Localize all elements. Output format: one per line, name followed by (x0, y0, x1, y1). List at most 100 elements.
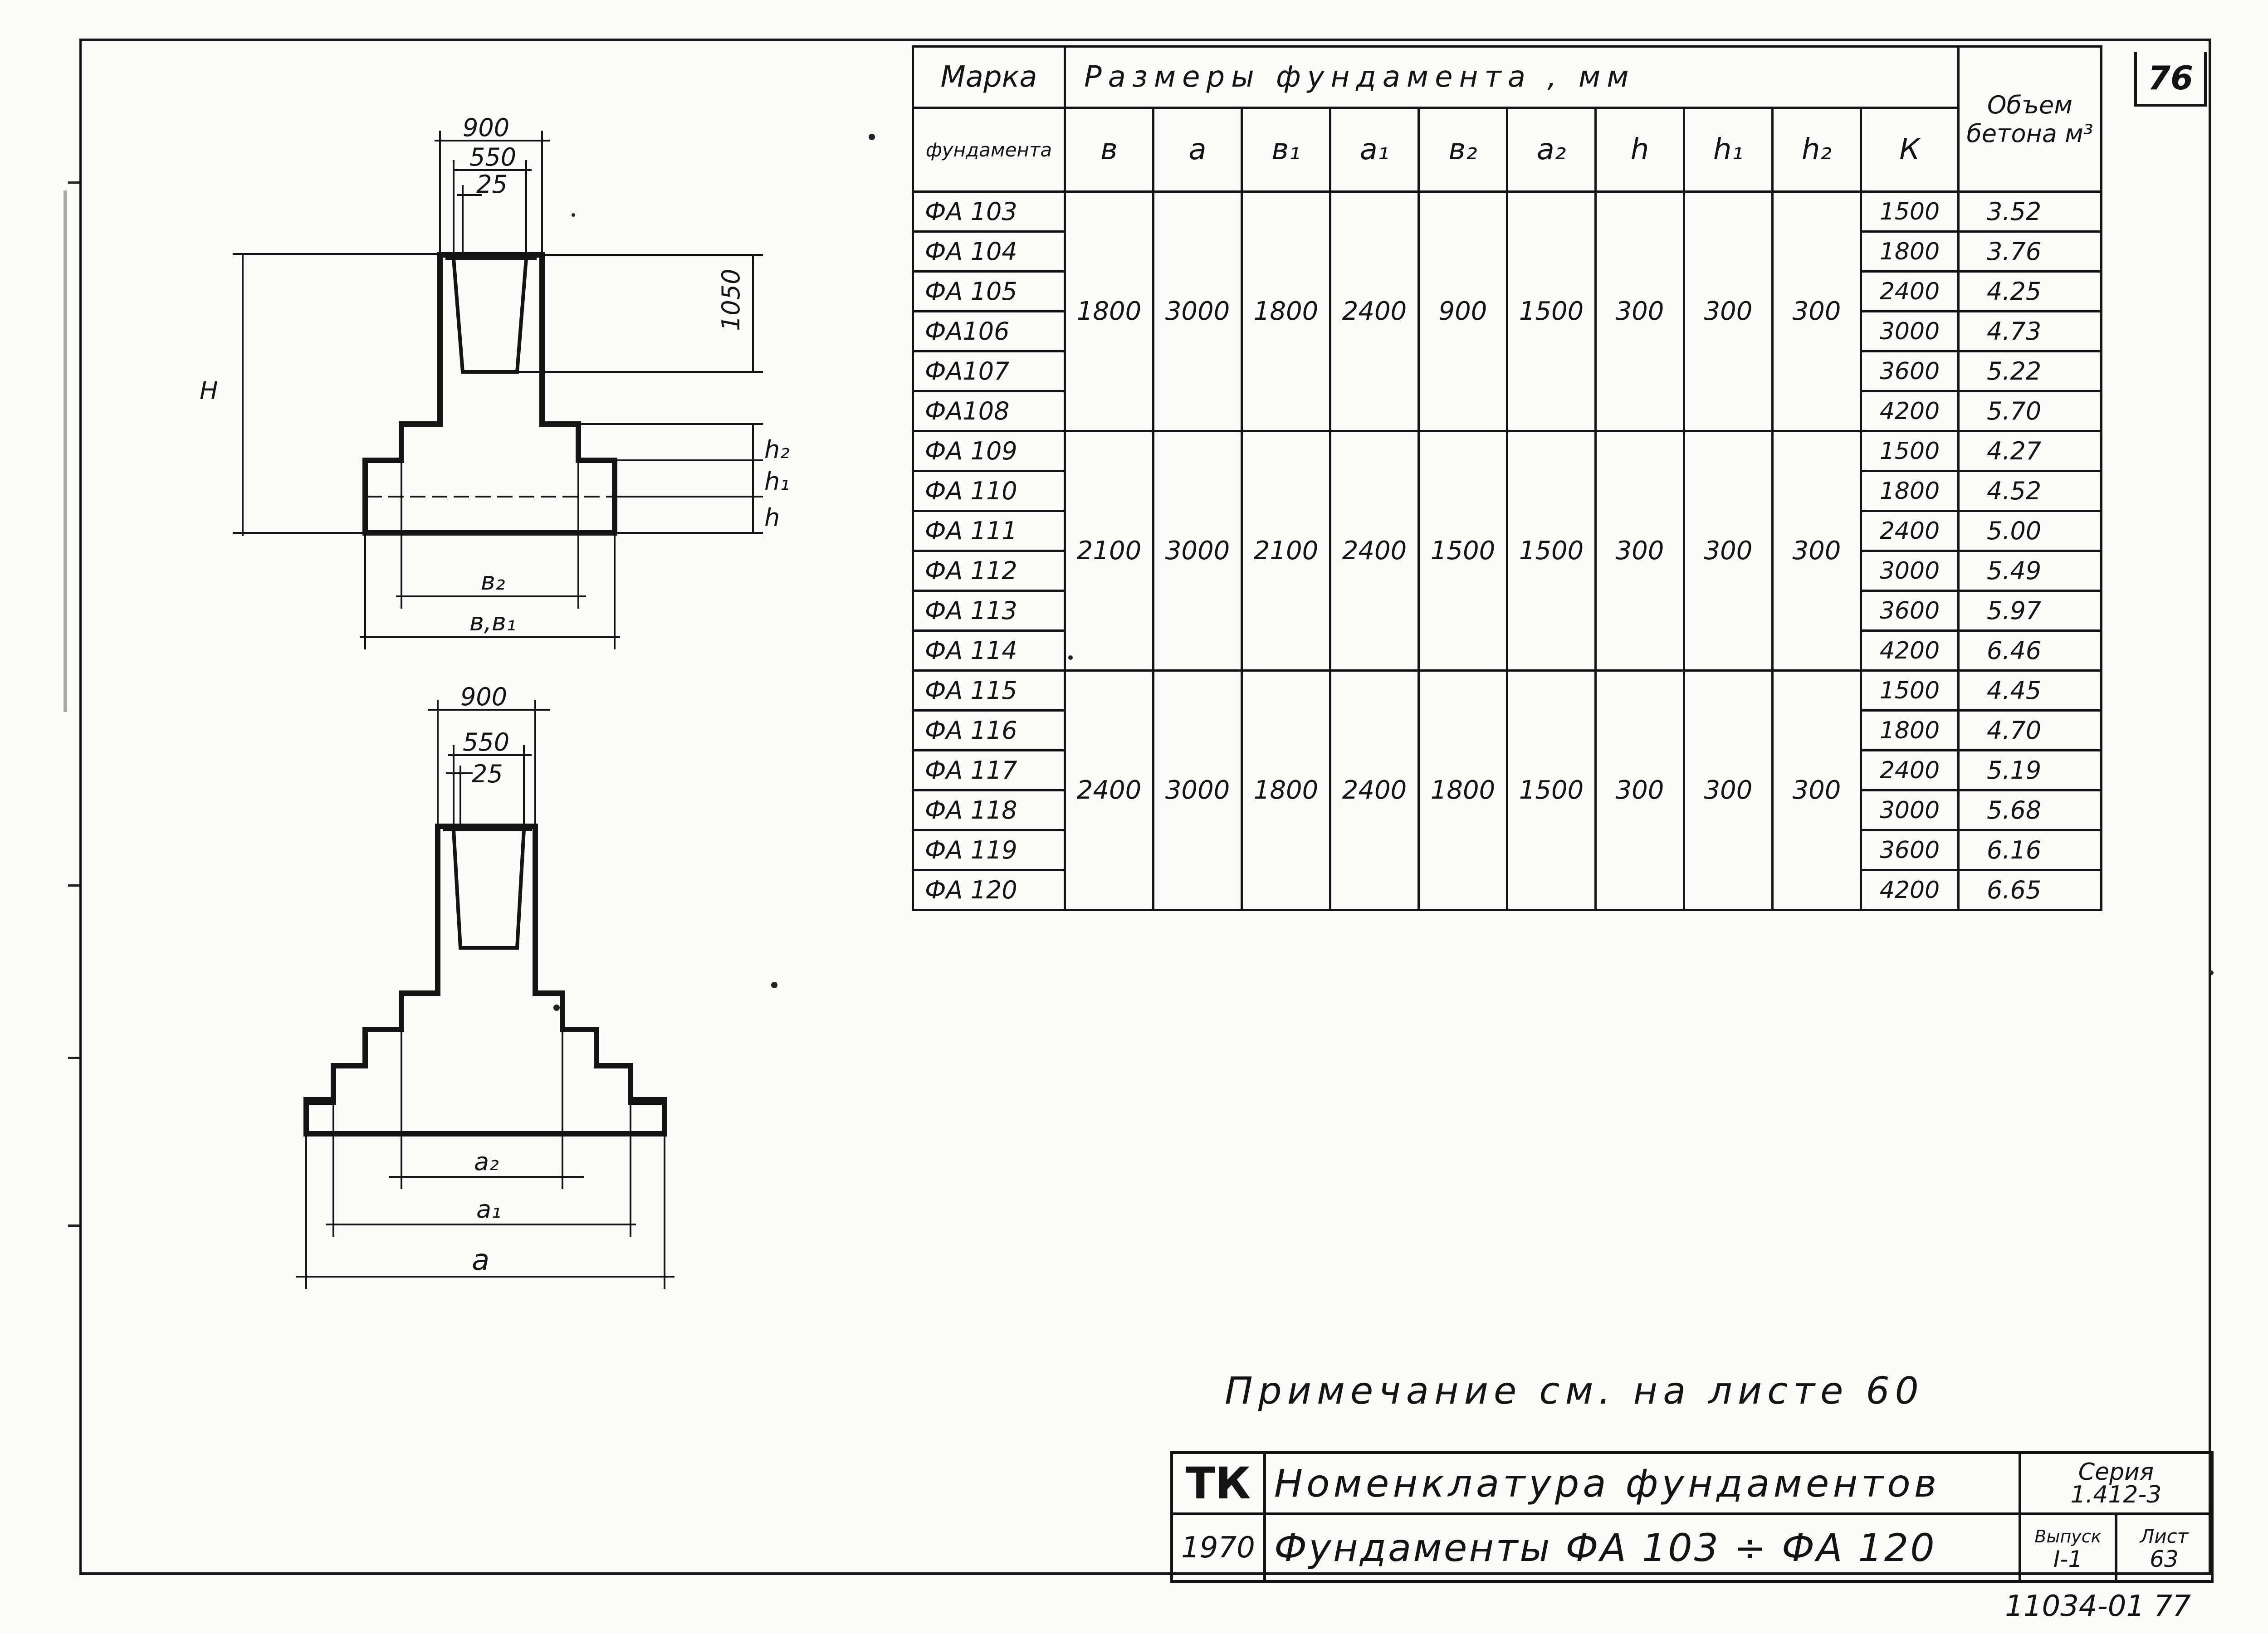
dimension-cell: 2400 (1329, 190, 1420, 432)
brand-cell: ФА108 (912, 390, 1066, 432)
volume-cell: 6.65 (1957, 869, 2102, 911)
dimension-cell: 3000 (1152, 430, 1243, 672)
dimension-cell: 2100 (1064, 430, 1154, 672)
brand-cell: ФА 103 (912, 190, 1066, 233)
dim-25-top: 25 (476, 170, 508, 199)
brand-cell: ФА 110 (912, 470, 1066, 512)
dimension-cell: 2100 (1241, 430, 1331, 672)
volume-cell: 5.22 (1957, 350, 2102, 392)
k-cell: 3000 (1860, 550, 1960, 592)
volume-cell: 4.73 (1957, 310, 2102, 352)
dimension-cell: 300 (1594, 190, 1685, 432)
dimension-cell: 300 (1771, 190, 1862, 432)
dim-1050: 1050 (717, 269, 745, 331)
dim-550-bottom: 550 (463, 728, 509, 756)
dim-900-bottom: 900 (460, 683, 507, 711)
dimension-cell: 300 (1683, 430, 1774, 672)
dimension-cell: 2400 (1329, 669, 1420, 911)
dimension-cell: 3000 (1152, 190, 1243, 432)
volume-cell: 3.52 (1957, 190, 2102, 233)
volume-cell: 4.45 (1957, 669, 2102, 712)
header-brand-top: Марка (912, 45, 1066, 109)
sheet-number: 76 (2134, 52, 2207, 107)
k-cell: 3000 (1860, 789, 1960, 831)
k-cell: 3600 (1860, 829, 1960, 871)
column-header: а₂ (1506, 107, 1597, 193)
label-h1: h₁ (764, 467, 790, 496)
k-cell: 1500 (1860, 669, 1960, 712)
issue-value: I-1 (2053, 1546, 2083, 1572)
column-header: в₁ (1241, 107, 1331, 193)
dimension-cell: 2400 (1329, 430, 1420, 672)
label-h: h (764, 503, 780, 532)
brand-cell: ФА 118 (912, 789, 1066, 831)
dimension-cell: 300 (1594, 669, 1685, 911)
top-dimension-lines (233, 131, 763, 649)
year: 1970 (1170, 1512, 1266, 1583)
series-value: 1.412-3 (2070, 1481, 2162, 1508)
volume-cell: 5.70 (1957, 390, 2102, 432)
dimension-cell: 1500 (1506, 430, 1597, 672)
tk-label: ТК (1170, 1451, 1266, 1515)
brand-cell: ФА 109 (912, 430, 1066, 472)
foundation-elevation-top (362, 252, 617, 536)
k-cell: 3600 (1860, 590, 1960, 632)
k-cell: 4200 (1860, 629, 1960, 672)
brand-cell: ФА 119 (912, 829, 1066, 871)
column-header: h₁ (1683, 107, 1774, 193)
brand-cell: ФА 120 (912, 869, 1066, 911)
dimension-cell: 300 (1683, 190, 1774, 432)
volume-cell: 5.00 (1957, 510, 2102, 552)
note-text: Примечание см. на листе 60 (1225, 1370, 1924, 1413)
header-sizes: Размеры фундамента , мм (1064, 45, 1960, 109)
k-cell: 2400 (1860, 510, 1960, 552)
title-line-2: Фундаменты ФА 103 ÷ ФА 120 (1263, 1512, 2022, 1583)
label-b2: в₂ (481, 567, 505, 595)
brand-cell: ФА 105 (912, 270, 1066, 312)
volume-cell: 5.49 (1957, 550, 2102, 592)
dimension-cell: 1800 (1241, 190, 1331, 432)
dim-900-top: 900 (463, 113, 509, 142)
sheet-value: 63 (2150, 1546, 2179, 1572)
brand-cell: ФА107 (912, 350, 1066, 392)
column-header: в₂ (1418, 107, 1508, 193)
k-cell: 1800 (1860, 230, 1960, 273)
dimension-cell: 300 (1594, 430, 1685, 672)
brand-cell: ФА 111 (912, 510, 1066, 552)
header-volume: Объем бетона м³ (1957, 45, 2102, 193)
sheet-label: Лист (2140, 1525, 2189, 1547)
k-cell: 1500 (1860, 430, 1960, 472)
label-b-b1: в,в₁ (469, 608, 516, 636)
column-header: в (1064, 107, 1154, 193)
volume-cell: 5.68 (1957, 789, 2102, 831)
column-header: а (1152, 107, 1243, 193)
dimension-cell: 1500 (1506, 190, 1597, 432)
k-cell: 4200 (1860, 390, 1960, 432)
brand-cell: ФА 113 (912, 590, 1066, 632)
volume-cell: 5.97 (1957, 590, 2102, 632)
dimension-cell: 900 (1418, 190, 1508, 432)
dimension-cell: 2400 (1064, 669, 1154, 911)
brand-cell: ФА 117 (912, 749, 1066, 791)
brand-cell: ФА 104 (912, 230, 1066, 273)
dimension-cell: 300 (1683, 669, 1774, 911)
label-a1: а₁ (476, 1195, 501, 1224)
k-cell: 3000 (1860, 310, 1960, 352)
foundation-spec-table: Марка Размеры фундамента , мм Объем бето… (912, 45, 2102, 911)
column-header: К (1860, 107, 1960, 193)
column-header: h (1594, 107, 1685, 193)
k-cell: 1500 (1860, 190, 1960, 233)
k-cell: 2400 (1860, 749, 1960, 791)
series-label: Серия (2078, 1458, 2154, 1486)
dimension-cell: 300 (1771, 430, 1862, 672)
